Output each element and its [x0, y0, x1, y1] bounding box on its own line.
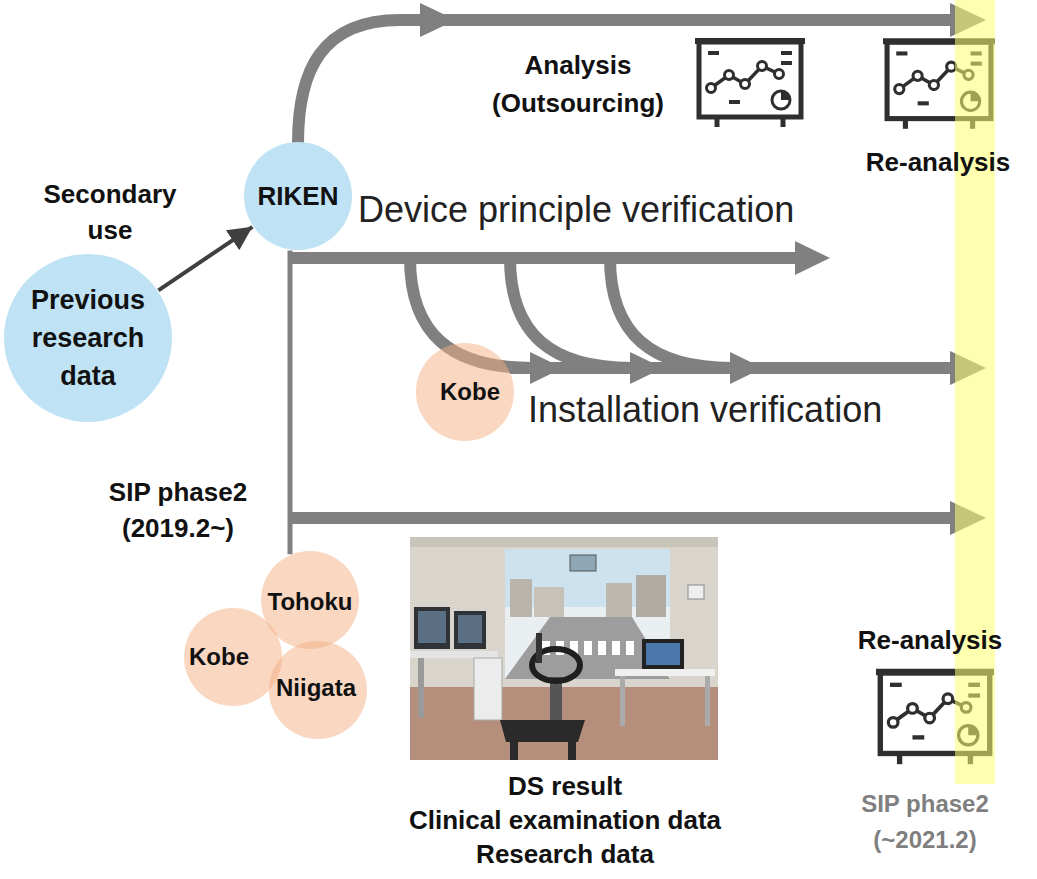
circle-fill [244, 142, 352, 250]
edge-label: Secondary use [35, 176, 185, 248]
diagram-label: Analysis (Outsourcing) [463, 46, 693, 122]
arrow-head [730, 352, 763, 384]
node-text-block: Tohoku [268, 587, 353, 617]
node-text-block: RIKEN [258, 180, 339, 212]
label-slot: Clinical examination data [409, 805, 721, 835]
circle-fill [184, 608, 282, 706]
diagram-label: Re-analysis [866, 147, 1011, 177]
site-circle: Niigata [268, 640, 368, 740]
diagram-label: SIP phase2 (2019.2~) [78, 474, 278, 546]
node-label: Niigata [276, 673, 356, 703]
institute-circle: RIKEN [243, 141, 353, 251]
arrow-head [630, 352, 663, 384]
label-slot: Re-analysis [858, 625, 1003, 655]
diagram-label: Re-analysis [858, 625, 1003, 655]
diagram-label: Clinical examination data [409, 805, 721, 835]
circle-fill [4, 254, 172, 422]
node-text-block: Previous research data [13, 281, 163, 395]
sip-arrow [290, 512, 952, 524]
branch-arrow [610, 258, 732, 368]
label-slot: Device principle verification [358, 189, 794, 231]
node-text-block: Kobe [189, 642, 249, 672]
arrow-head [795, 241, 830, 275]
node-text-block: Kobe [440, 377, 500, 407]
diagram-label: Installation verification [528, 389, 882, 431]
arrow-head [530, 352, 563, 384]
circle-fill [269, 641, 367, 739]
node-label: Previous research data [13, 281, 163, 395]
connector-arrow [158, 227, 252, 291]
label-slot: SIP phase2 (2019.2~) [78, 474, 278, 546]
circle-fill [416, 343, 514, 441]
diagram-label: SIP phase2 (~2021.2) [835, 786, 1015, 858]
connector-line [288, 250, 293, 554]
node-label: Tohoku [268, 587, 353, 617]
label-slot: DS result [508, 771, 622, 801]
label-slot: SIP phase2 (~2021.2) [835, 786, 1015, 858]
diagram-label: Research data [476, 839, 654, 869]
node-label: Kobe [189, 642, 249, 672]
analysis-arrow [298, 20, 952, 143]
label-slot: Research data [476, 839, 654, 869]
node-label: RIKEN [258, 180, 339, 212]
chart-icon [695, 41, 805, 127]
device-arrow [290, 252, 798, 264]
label-slot: Installation verification [528, 389, 882, 431]
arrow-head [420, 3, 456, 37]
site-circle: Kobe [183, 607, 283, 707]
node-text-block: Niigata [276, 673, 356, 703]
diagram-label: Device principle verification [358, 189, 794, 231]
label-slot: Analysis (Outsourcing) [463, 46, 693, 122]
label-slot: Re-analysis [866, 147, 1011, 177]
edge-label-slot: Secondary use [35, 176, 185, 248]
highlight-band [955, 0, 995, 784]
site-circle: Kobe [415, 342, 515, 442]
flow-arrows [290, 20, 952, 518]
simulator-photo [410, 537, 718, 760]
data-circle: Previous research data [3, 253, 173, 423]
node-label: Kobe [440, 377, 500, 407]
diagram-label: DS result [508, 771, 622, 801]
